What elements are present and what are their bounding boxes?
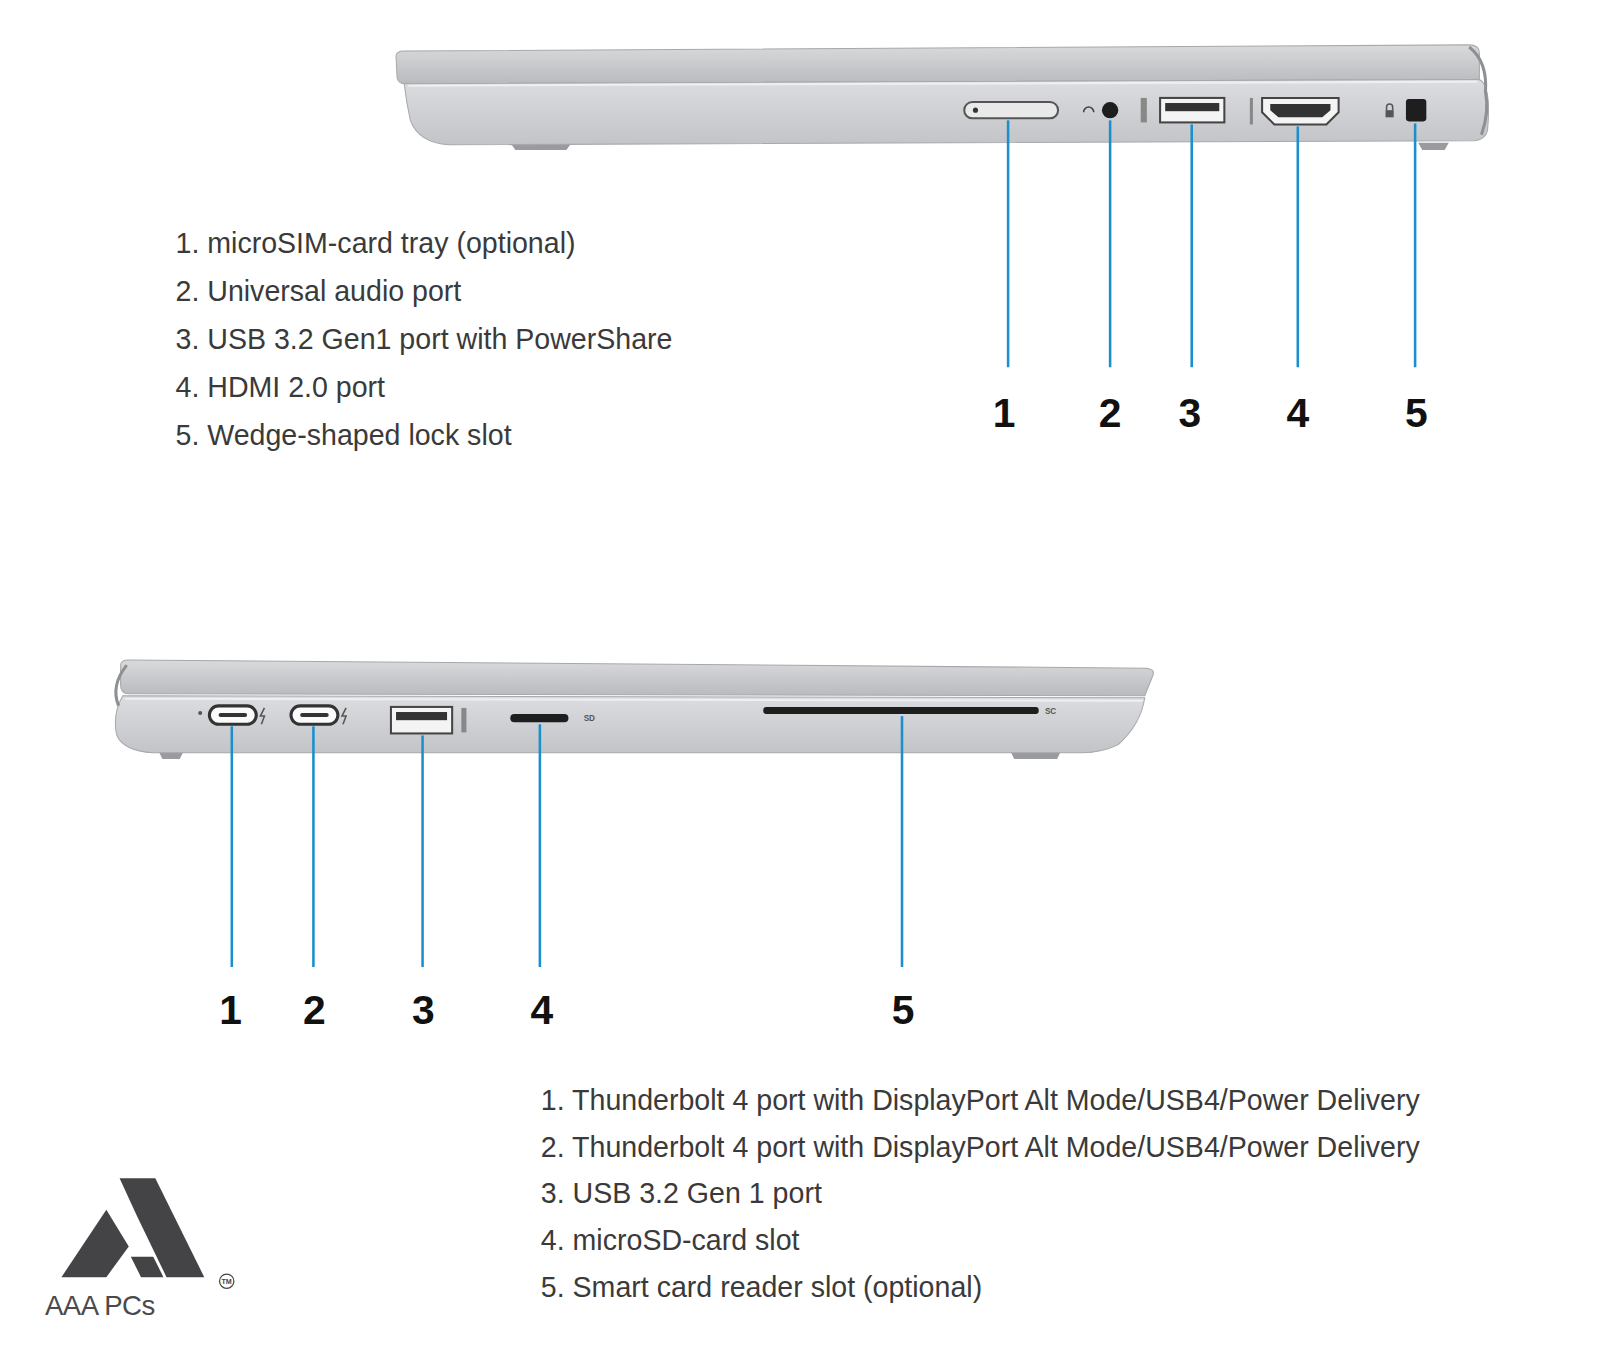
port-description: 4. HDMI 2.0 port	[176, 371, 386, 404]
port-description: 2. Thunderbolt 4 port with DisplayPort A…	[541, 1131, 1420, 1164]
port-description: 3. USB 3.2 Gen1 port with PowerShare	[176, 323, 673, 356]
leader-lines	[1008, 120, 1415, 367]
callout-number: 3	[412, 987, 435, 1034]
trademark-ring	[220, 1274, 234, 1288]
callout-number: 2	[303, 987, 326, 1034]
callout-number: 1	[993, 390, 1016, 437]
port-description: 1. Thunderbolt 4 port with DisplayPort A…	[541, 1084, 1420, 1117]
laptop-right-side	[396, 45, 1489, 150]
port-description: 4. microSD-card slot	[541, 1224, 800, 1257]
callout-number: 1	[219, 987, 242, 1034]
callout-number: 3	[1178, 390, 1201, 437]
port-marking: SD	[584, 714, 595, 723]
callout-number: 5	[892, 987, 915, 1034]
port-description: 1. microSIM-card tray (optional)	[176, 227, 576, 260]
port-description: 3. USB 3.2 Gen 1 port	[541, 1177, 822, 1210]
port-marking: SC	[1045, 707, 1056, 716]
logo-text: AAA PCs	[45, 1290, 155, 1322]
port-description: 5. Wedge-shaped lock slot	[176, 419, 512, 452]
callout-number: 4	[1287, 390, 1310, 437]
trademark-mark: TM	[221, 1278, 231, 1286]
port-description: 2. Universal audio port	[176, 275, 462, 308]
callout-number: 5	[1405, 390, 1428, 437]
leader-lines	[232, 716, 902, 967]
callout-number: 2	[1099, 390, 1122, 437]
callout-number: 4	[530, 987, 553, 1034]
laptop-left-side	[115, 660, 1153, 759]
logo-mark	[61, 1178, 204, 1277]
port-description: 5. Smart card reader slot (optional)	[541, 1271, 982, 1304]
